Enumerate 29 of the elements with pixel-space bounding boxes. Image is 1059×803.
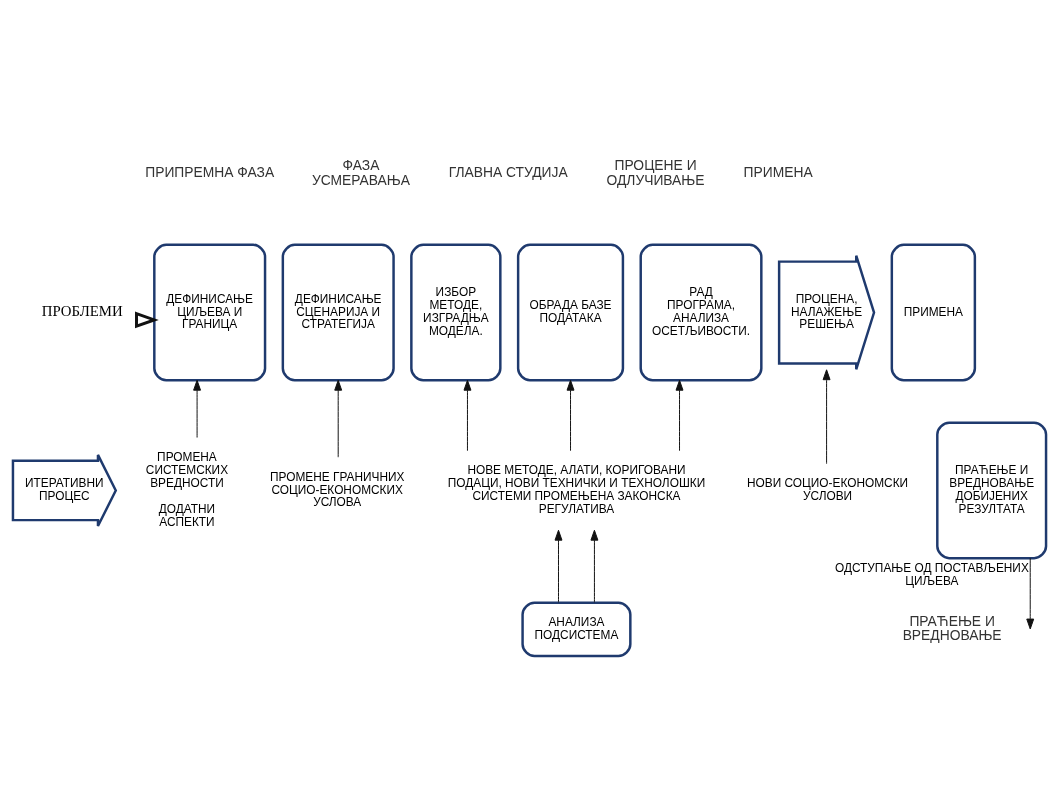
label: ПРИМЕНА [743, 164, 813, 181]
arrow [822, 369, 831, 465]
node-text: НОВИ СОЦИО-ЕКОНОМСКИ УСЛОВИ [747, 476, 909, 503]
edge-label: ОДСТУПАЊЕ ОД ПОСТАВЉЕНИХ ЦИЉЕВА [834, 561, 1029, 589]
node-box: ДЕФИНИСАЊЕ ЦИЉЕВА И ГРАНИЦА [153, 243, 267, 382]
arrow [590, 529, 599, 603]
label: ПРАЋЕЊЕ И ВРЕДНОВАЊЕ [902, 612, 1002, 644]
arrow [675, 379, 684, 452]
arrow [566, 379, 575, 452]
arrow [193, 379, 202, 439]
arrow [554, 529, 563, 603]
node-box: ПРИМЕНА [890, 243, 977, 382]
node-box: ОБРАДА БАЗЕ ПОДАТАКА [516, 243, 625, 382]
node-box: ДЕФИНИСАЊЕ СЦЕНАРИЈА И СТРАТЕГИЈА [281, 243, 395, 382]
arrow [334, 379, 343, 458]
label: ПРОЦЕНЕ И ОДЛУЧИВАЊЕ [606, 156, 705, 188]
arrow [463, 379, 472, 452]
arrow [1026, 557, 1035, 630]
label: ФАЗА УСМЕРАВАЊА [311, 156, 410, 188]
node-text: ПРОБЛЕМИ [41, 302, 123, 319]
node-text: ПРОМЕНА СИСТЕМСКИХ ВРЕДНОСТИ ДОДАТНИ АСПЕКТИ [145, 449, 229, 530]
node-box: ИЗБОР МЕТОДЕ, ИЗГРАДЊА МОДЕЛА. [410, 243, 502, 382]
node-text: ПРОМЕНЕ ГРАНИЧНИХ СОЦИО-ЕКОНОМСКИХ УСЛОВА [270, 469, 405, 510]
node-text: НОВЕ МЕТОДЕ, АЛАТИ, КОРИГОВАНИ ПОДАЦИ, НОВИ ТЕХНИЧКИ И ТЕХНОЛОШКИ СИСТЕМИ ПРОМЕЊЕНА ЗАКОНСКА РЕГУЛАТИВА [447, 463, 706, 516]
node-box: АНАЛИЗА ПОДСИСТЕМА [521, 601, 632, 658]
node-box: ПРАЋЕЊЕ И ВРЕДНОВАЊЕ ДОБИЈЕНИХ РЕЗУЛТАТА [936, 421, 1048, 560]
label: ГЛАВНА СТУДИЈА [448, 164, 568, 181]
label: ПРИПРЕМНА ФАЗА [145, 164, 275, 181]
node-box: РАД ПРОГРАМА, АНАЛИЗА ОСЕТЉИВОСТИ. [639, 243, 763, 382]
